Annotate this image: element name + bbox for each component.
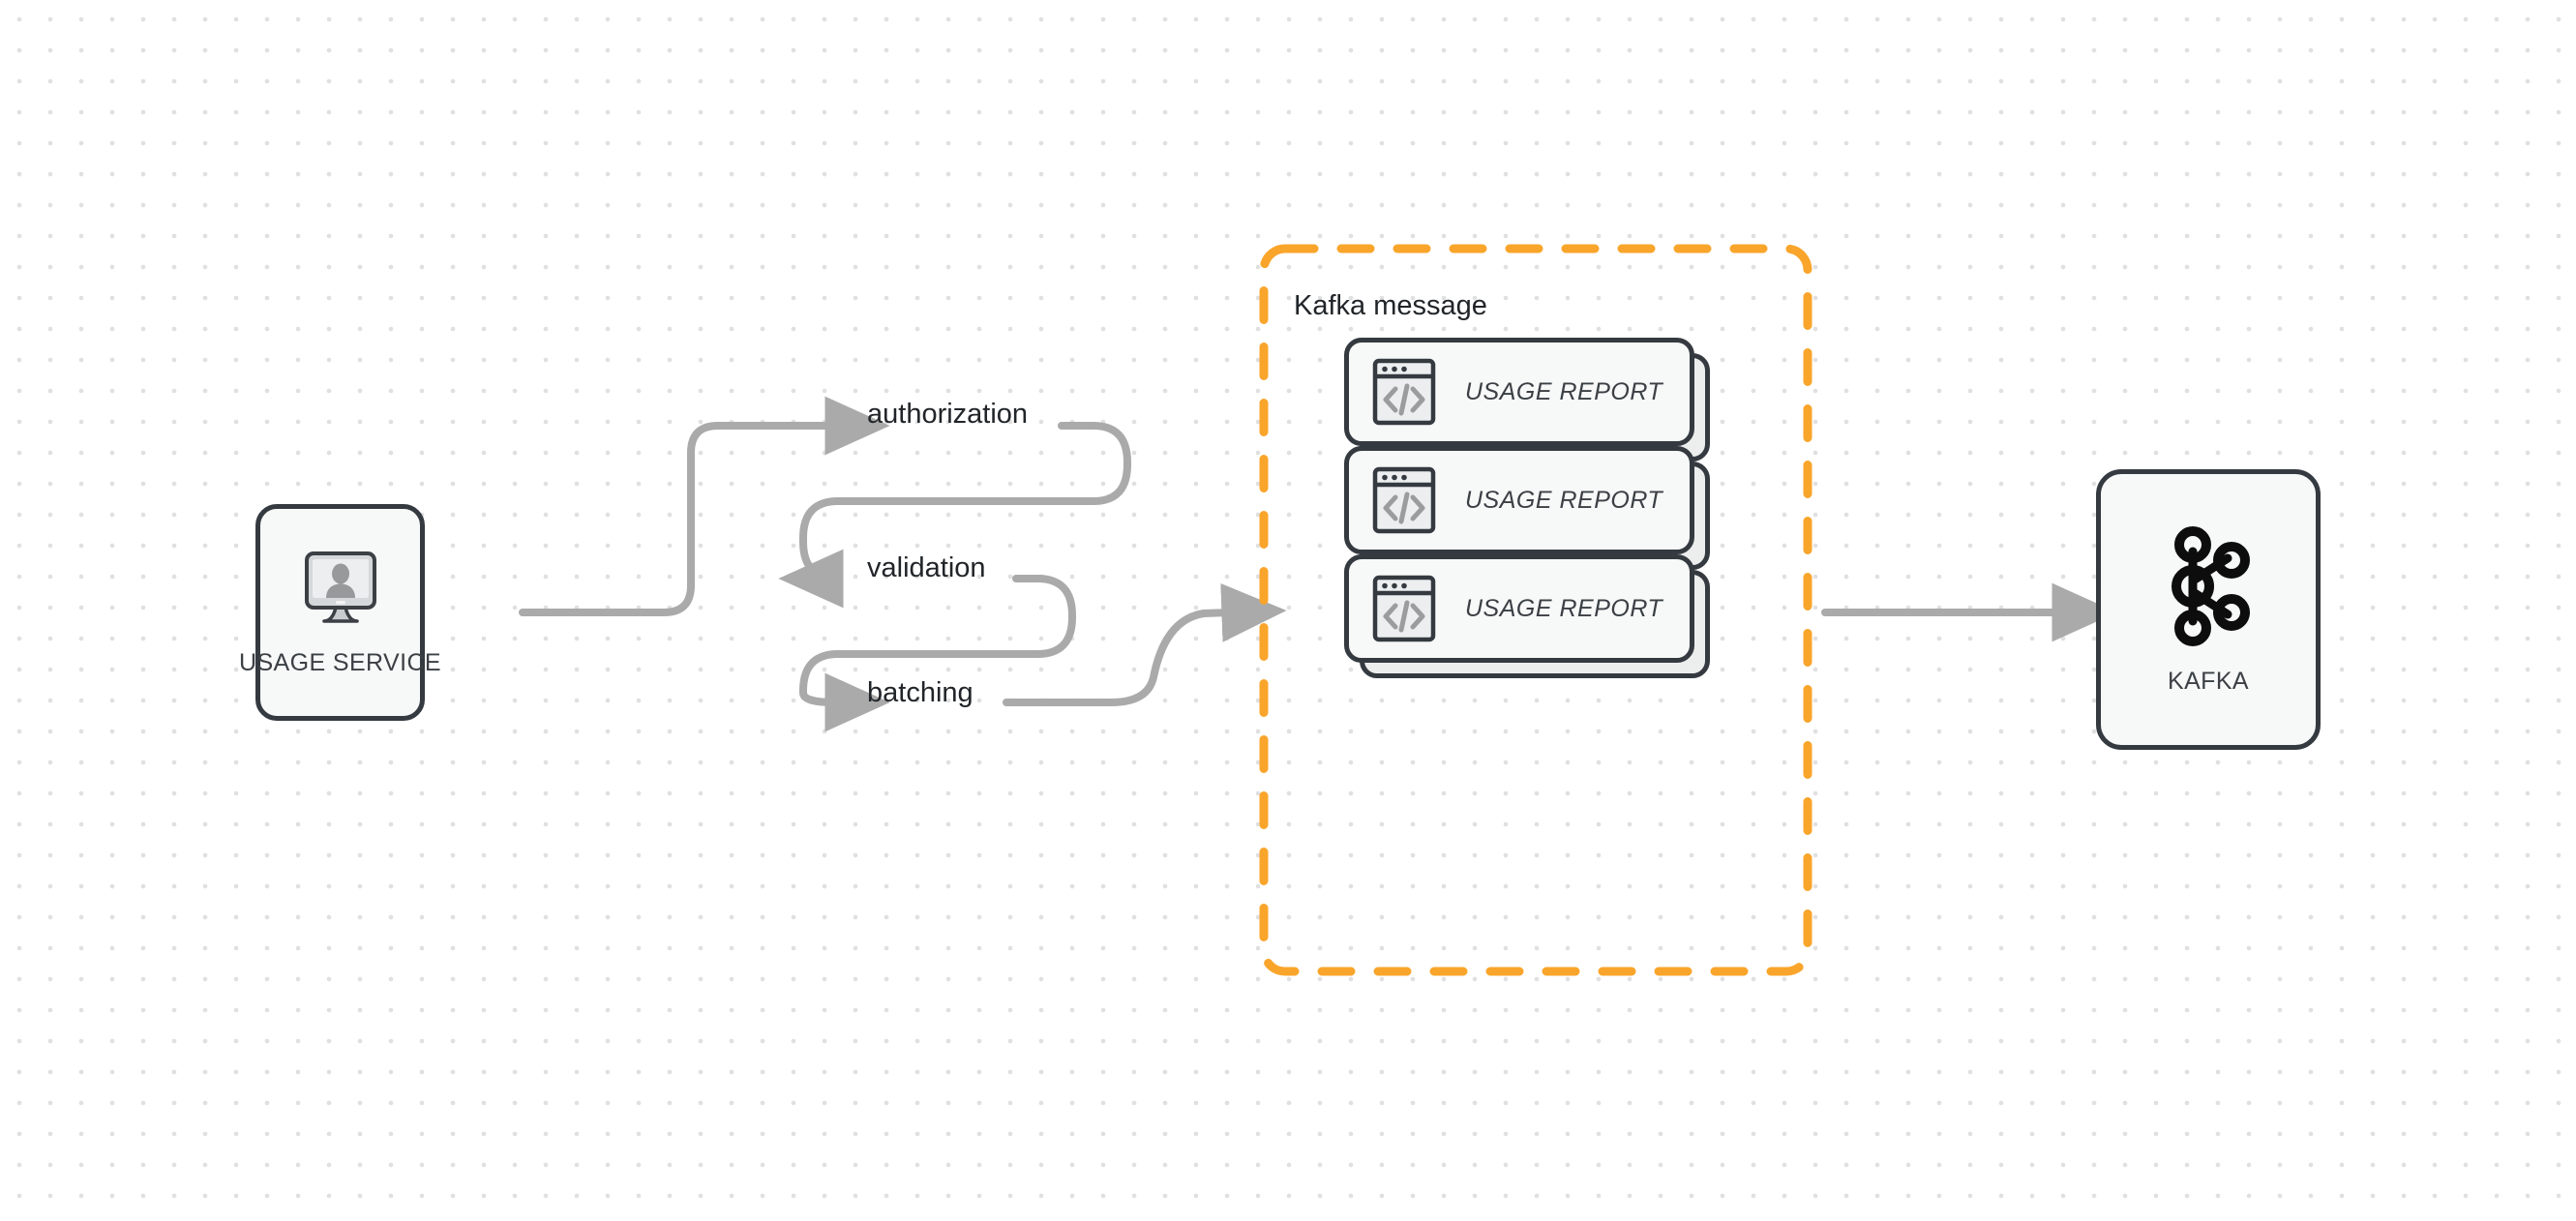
- node-kafka[interactable]: KAFKA: [2096, 469, 2321, 750]
- usage-report-card[interactable]: USAGE REPORT: [1344, 446, 1710, 570]
- usage-report-card[interactable]: USAGE REPORT: [1344, 338, 1710, 462]
- group-kafka-message[interactable]: Kafka message USAGE REP: [1259, 244, 1812, 976]
- pipeline-step-batching[interactable]: batching: [867, 677, 973, 708]
- group-dashed-border: [1259, 244, 1812, 976]
- code-window-icon: [1372, 466, 1436, 534]
- node-kafka-label: KAFKA: [2168, 668, 2249, 695]
- edge-batching-to-kafka-message: [1003, 582, 1287, 706]
- node-usage-service-label: USAGE SERVICE: [239, 649, 441, 676]
- code-window-icon: [1372, 358, 1436, 426]
- usage-report-card[interactable]: USAGE REPORT: [1344, 554, 1710, 678]
- pipeline-step-validation[interactable]: validation: [867, 552, 986, 583]
- node-usage-service[interactable]: USAGE SERVICE: [239, 504, 441, 721]
- pipeline-step-authorization[interactable]: authorization: [867, 399, 1029, 430]
- code-window-icon: [1372, 575, 1436, 642]
- kafka-logo-icon: [2164, 523, 2253, 654]
- card-front-layer: USAGE REPORT: [1344, 338, 1694, 446]
- monitor-user-icon: [297, 548, 384, 636]
- card-front-layer: USAGE REPORT: [1344, 554, 1694, 663]
- usage-report-card-label: USAGE REPORT: [1465, 377, 1663, 405]
- usage-report-card-label: USAGE REPORT: [1465, 594, 1663, 622]
- card-front-layer: USAGE REPORT: [1344, 446, 1694, 554]
- group-kafka-message-title: Kafka message: [1294, 290, 1487, 321]
- usage-report-card-label: USAGE REPORT: [1465, 486, 1663, 514]
- edge-usage-service-to-authorization: [519, 396, 890, 616]
